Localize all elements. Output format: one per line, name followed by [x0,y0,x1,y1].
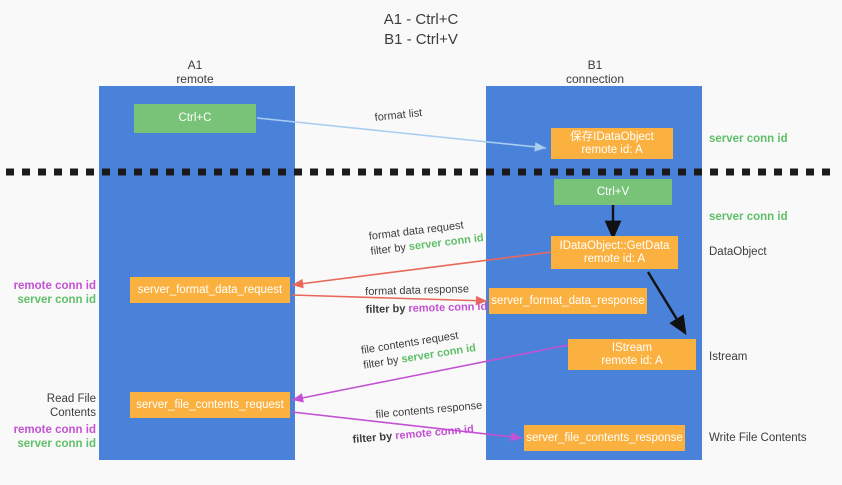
edge-label-format-data-response-line2: filter by remote conn id [365,300,487,318]
edge-label-format-data-request: format data request filter by server con… [368,216,485,260]
edge-label-file-contents-response-filter: filter by remote conn id [352,422,474,448]
left-label-group-file: Read File Contents remote conn id server… [4,392,96,451]
edge-label-file-contents-response-line1: file contents response [375,399,483,421]
fdresp-filter-pre: filter by [365,302,409,316]
edge-label-format-data-response-line1: format data response [365,283,470,298]
edge-label-file-contents-response-line2: filter by remote conn id [352,422,474,448]
node-server-format-data-request-label: server_format_data_request [137,283,283,296]
node-save-dataobject[interactable]: 保存IDataObject remote id: A [551,128,673,159]
right-label-server-conn-id-2: server conn id [709,211,788,223]
node-save-dataobject-line2: remote id: A [581,143,643,156]
node-istream-line1: IStream [611,341,653,354]
lane-a1-sub: remote [176,72,214,86]
right-label-write-file-contents: Write File Contents [709,432,807,444]
edge-label-file-contents-request: file contents request filter by server c… [360,326,477,373]
node-getdata-line1: IDataObject::GetData [559,239,670,252]
node-server-file-contents-request[interactable]: server_file_contents_request [130,392,290,418]
lane-b1-name: B1 [587,58,603,72]
left-label-server-conn-id-1: server conn id [17,294,96,306]
title-line-1: A1 - Ctrl+C [383,11,459,28]
node-server-file-contents-response[interactable]: server_file_contents_response [524,425,685,451]
fcresp-filter-key: remote conn id [394,423,475,443]
right-label-istream: Istream [709,351,748,363]
fcresp-filter-pre: filter by [352,430,396,446]
lane-header-b1: B1 connection [520,58,670,86]
right-label-server-conn-id-1: server conn id [709,133,788,145]
left-label-read-file-contents: Read File Contents [46,393,96,419]
edge-label-format-data-response: format data response filter by remote co… [365,282,487,318]
node-ctrl-c-label: Ctrl+C [178,112,212,124]
node-server-file-contents-response-label: server_file_contents_response [526,431,683,444]
node-ctrl-v-label: Ctrl+V [596,185,630,198]
node-server-format-data-response[interactable]: server_format_data_response [489,288,647,314]
node-ctrl-v[interactable]: Ctrl+V [554,179,672,205]
lane-a1-name: A1 [187,58,203,72]
left-label-server-conn-id-2: server conn id [17,438,96,450]
node-save-dataobject-line1: 保存IDataObject [570,130,654,143]
node-getdata[interactable]: IDataObject::GetData remote id: A [551,236,678,269]
page-title: A1 - Ctrl+C B1 - Ctrl+V [0,10,842,50]
fdresp-filter-key: remote conn id [408,300,488,315]
left-label-group-format: remote conn id server conn id [8,279,96,307]
lane-b1-sub: connection [565,72,625,86]
left-label-remote-conn-id-2: remote conn id [13,424,96,436]
node-server-format-data-response-label: server_format_data_response [491,294,645,307]
node-getdata-line2: remote id: A [583,252,646,265]
node-ctrl-c[interactable]: Ctrl+C [134,104,256,133]
edge-label-format-list: format list [374,107,423,124]
right-label-dataobject: DataObject [709,246,767,258]
edge-label-file-contents-response: file contents response [375,399,483,423]
lane-header-a1: A1 remote [120,58,270,86]
fdr-filter-pre: filter by [369,241,410,258]
title-line-2: B1 - Ctrl+V [384,31,458,48]
left-label-remote-conn-id-1: remote conn id [13,280,96,292]
node-server-format-data-request[interactable]: server_format_data_request [130,277,290,303]
node-istream-line2: remote id: A [601,354,663,367]
node-server-file-contents-request-label: server_file_contents_request [136,398,284,411]
node-istream[interactable]: IStream remote id: A [568,339,696,370]
